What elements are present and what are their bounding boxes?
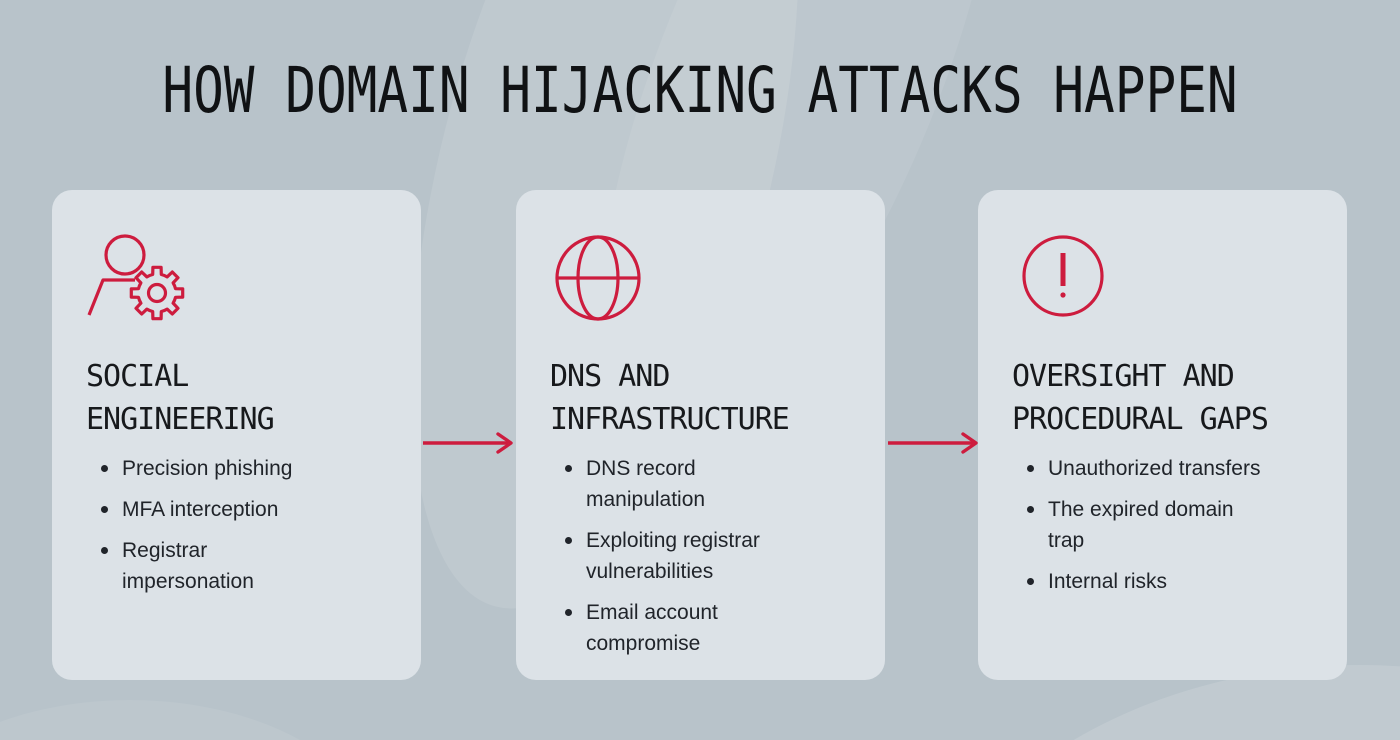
list-item: Internal risks <box>1012 566 1317 597</box>
list-item: The expired domain trap <box>1012 494 1317 556</box>
card-dns-infrastructure: DNS AND INFRASTRUCTURE DNS record manipu… <box>516 190 885 680</box>
list-item: Unauthorized transfers <box>1012 453 1317 484</box>
list-item: Precision phishing <box>86 453 391 484</box>
list-item: Exploiting registrar vulnerabilities <box>550 525 855 587</box>
list-item: Email account compromise <box>550 597 855 659</box>
card-heading: SOCIAL ENGINEERING <box>86 359 275 437</box>
alert-circle-icon <box>1022 235 1104 317</box>
arrow-right-icon <box>888 432 978 454</box>
globe-icon <box>555 235 641 321</box>
list-item: MFA interception <box>86 494 391 525</box>
person-gear-icon <box>87 234 185 321</box>
card-heading: DNS AND INFRASTRUCTURE <box>550 359 790 437</box>
page-title: HOW DOMAIN HIJACKING ATTACKS HAPPEN <box>162 54 1238 127</box>
card-heading: OVERSIGHT AND PROCEDURAL GAPS <box>1012 359 1269 437</box>
card-oversight-gaps: OVERSIGHT AND PROCEDURAL GAPS Unauthoriz… <box>978 190 1347 680</box>
list-item: Registrar impersonation <box>86 535 391 597</box>
list-item: DNS record manipulation <box>550 453 855 515</box>
arrow-right-icon <box>423 432 513 454</box>
background-swoosh <box>0 700 380 740</box>
